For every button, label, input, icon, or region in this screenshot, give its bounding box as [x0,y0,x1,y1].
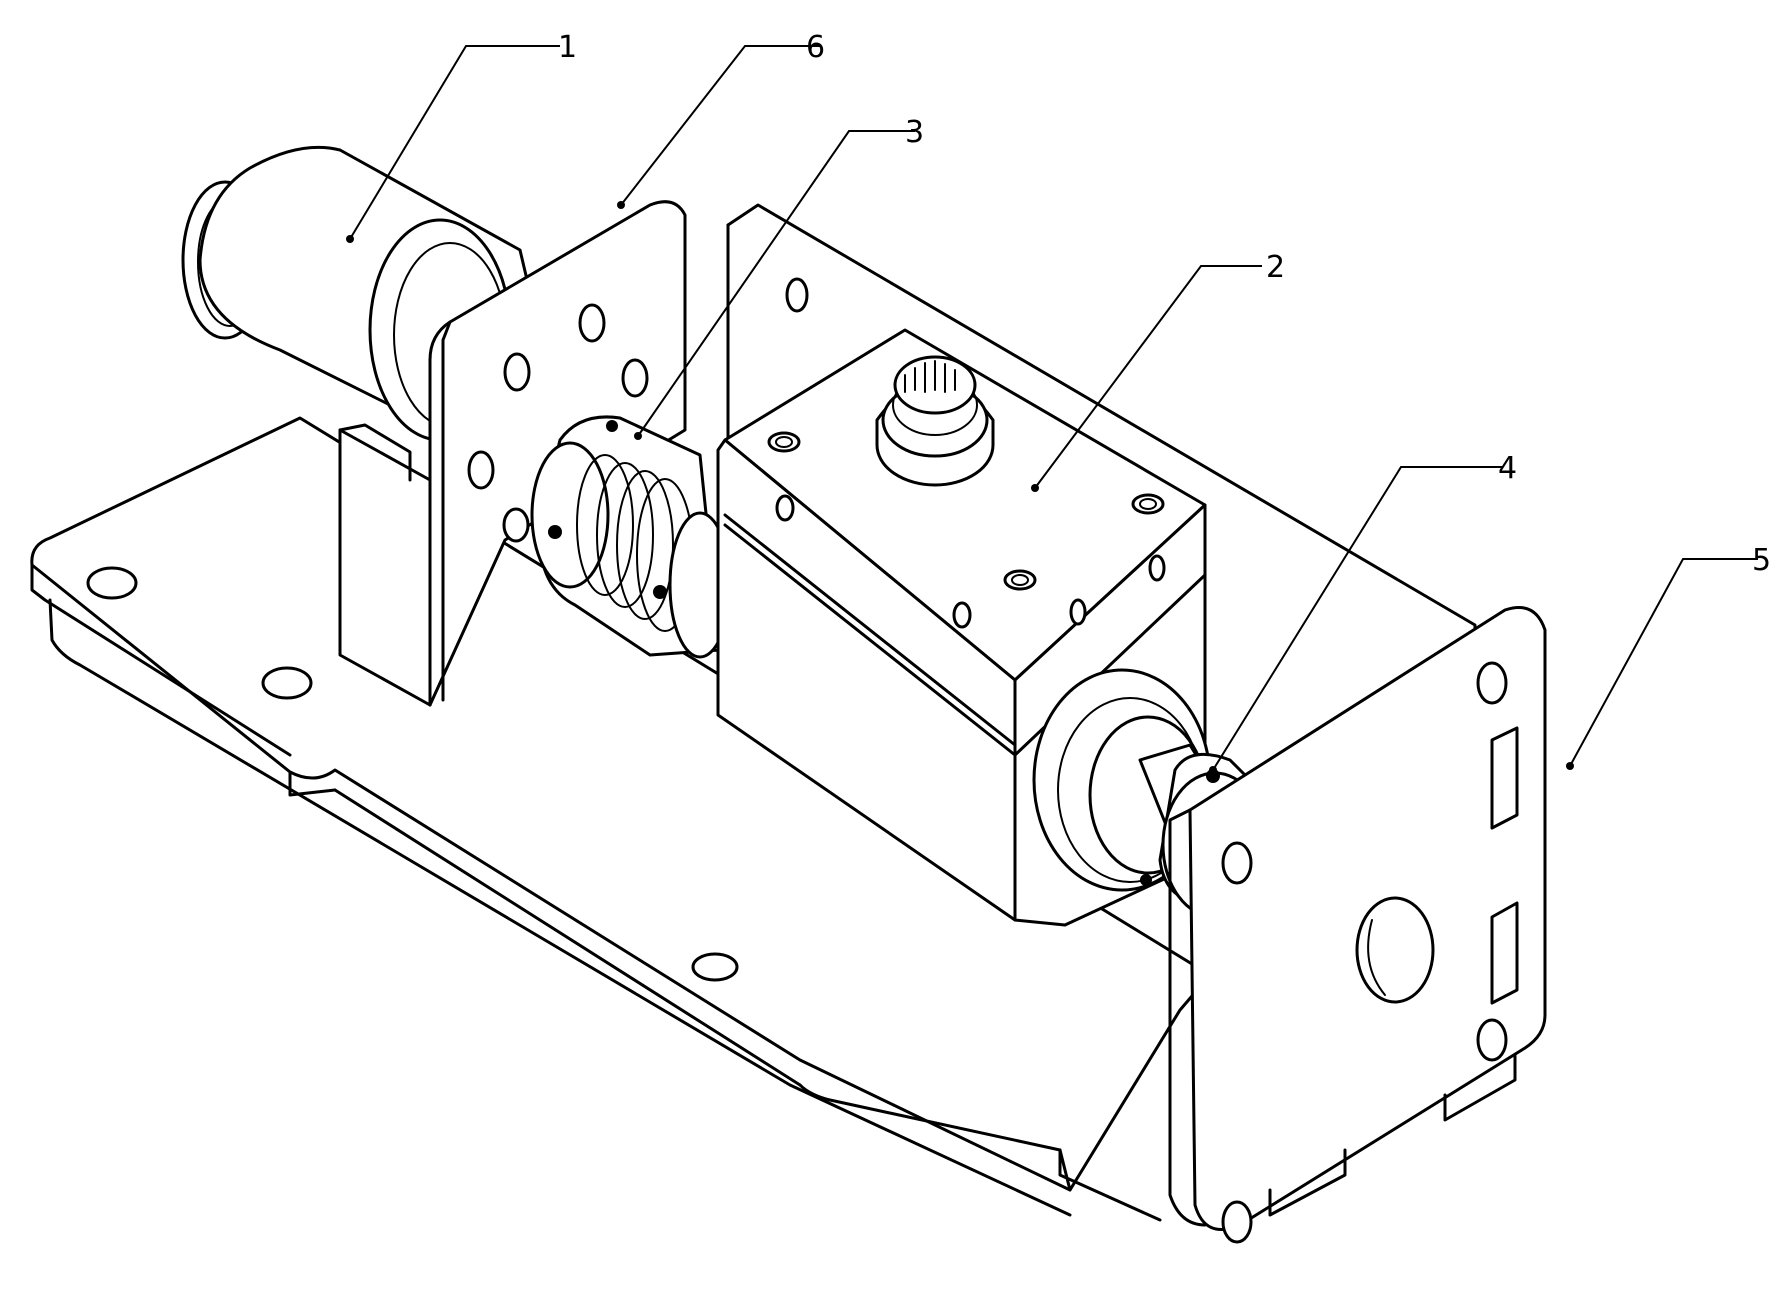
callout-3: 3 [905,115,924,150]
callout-4: 4 [1498,451,1517,486]
mount-hole [1221,1200,1253,1244]
leader-1 [349,45,560,240]
side-hole [775,494,795,522]
slot [1490,726,1519,830]
side-hole [952,601,972,629]
central-bore [1355,896,1435,1004]
screw-hole [1131,493,1165,515]
side-hole [1148,554,1166,582]
callout-1: 1 [558,30,577,65]
coupling [530,415,732,659]
leader-3 [637,130,915,437]
callout-leaders [346,45,1758,774]
end-plate [1168,606,1547,1244]
leader-6 [620,45,820,206]
callout-6: 6 [806,30,825,65]
screw-hole [1003,569,1037,591]
callout-2: 2 [1266,250,1285,285]
screw-hole [767,431,801,453]
mount-hole [1476,661,1508,705]
mount-hole [785,277,809,313]
mount-hole [1221,841,1253,885]
leader-4 [1212,466,1503,771]
sensor-block [716,328,1232,927]
mount-hole [621,358,649,398]
leader-2 [1034,265,1262,489]
leader-5 [1569,558,1758,767]
mount-hole [86,566,138,600]
mount-hole [691,952,739,982]
slot [1490,901,1519,1005]
mount-hole [261,666,313,700]
callout-5: 5 [1752,543,1771,578]
mount-hole [502,507,530,543]
mount-hole [578,303,606,343]
base-plate [30,416,1212,1222]
mount-hole [503,352,531,392]
mount-hole [467,450,495,490]
callout-labels: 1 2 3 4 5 6 [558,30,1771,578]
mount-hole [1476,1018,1508,1062]
side-hole [1069,598,1087,626]
